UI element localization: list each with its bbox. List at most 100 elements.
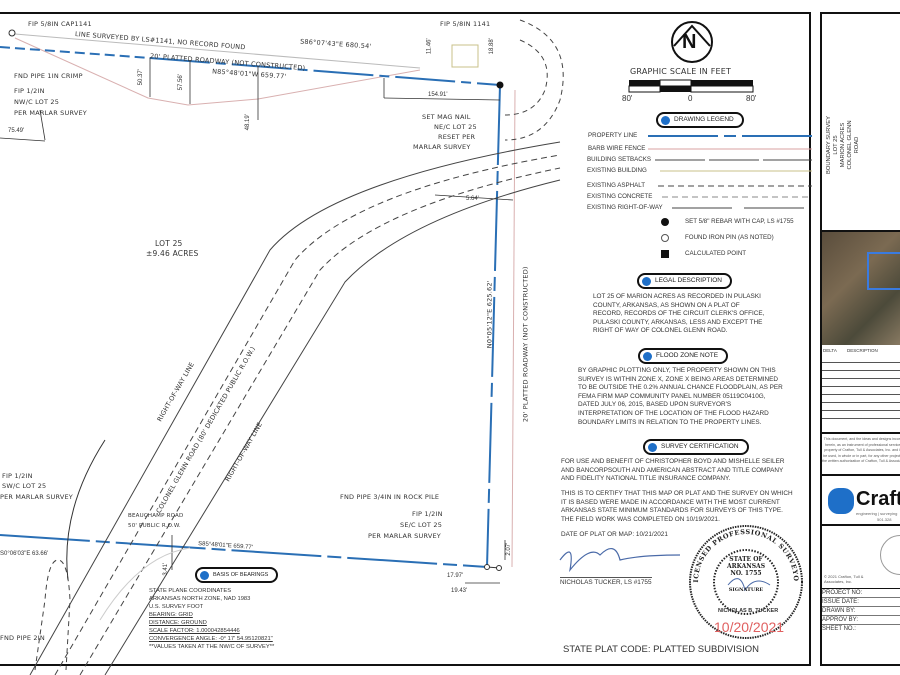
dim-3-41: 3.41' [163,562,170,576]
legal-description-text: LOT 25 OF MARION ACRES AS RECORDED IN PU… [593,293,765,335]
basis-line: **VALUES TAKEN AT THE NW/C OF SURVEY** [149,644,275,650]
legend-set-rebar: SET 5/8" REBAR WITH CAP, LS #1755 [685,218,794,225]
nw-corner-label-2: NW/C LOT 25 [14,98,60,106]
legend-concrete: EXISTING CONCRETE [587,193,653,200]
basis-line: DISTANCE: GROUND [149,620,207,626]
title-line: LOT 25 [833,135,839,155]
basis-line: STATE PLANE COORDINATES [149,588,232,594]
existing-building [451,44,479,68]
sw-corner-label-1: FIP 1/2IN [2,472,33,480]
surveyor-name: NICHOLAS TUCKER, LS #1755 [560,577,652,586]
found-pipe-se [496,565,502,571]
revision-row [822,410,900,411]
beauchamp-label-1: BEAUCHAMP ROAD [128,513,184,519]
title-line: COLONEL GLENN ROAD [847,120,860,170]
set-rebar-ne [496,81,504,89]
north-arrow-letter: N [682,31,697,53]
scale-right: 80' [746,94,757,103]
fence-line-east [511,89,516,568]
top-right-pin-label: FIP 5/8IN 1141 [440,20,491,28]
legend-line-samples [648,135,812,209]
state-plat-code: STATE PLAT CODE: PLATTED SUBDIVISION [563,644,760,655]
culdesac [504,19,564,141]
project-fields: PROJECT NO: ISSUE DATE: DRAWN BY: APPROV… [822,588,900,633]
project-title: BOUNDARY SURVEY LOT 25 MARION ACRES COLO… [826,115,861,175]
seal-date: 10/20/2021 [714,619,785,635]
crafton-logo: Crafton engineering | surveying 501.328 [822,474,900,526]
se-corner-label-1: FIP 1/2IN [412,510,443,518]
revision-row [822,370,900,371]
drawing-legend-heading: DRAWING LEGEND [656,112,744,128]
fence-line-top [14,37,421,106]
field-issue-date: ISSUE DATE: [822,598,900,607]
drawing-frame [0,12,811,666]
dim-57-56: 57.56' [177,74,184,91]
ne-corner-label-1: SET MAG NAIL [422,113,471,121]
bullet-icon [648,443,657,452]
nw-corner-label-1: FIP 1/2IN [14,87,45,95]
scale-mid: 0 [688,94,693,103]
basis-line: SCALE FACTOR: 1.000042854446 [149,628,240,634]
title-line: BOUNDARY SURVEY [826,116,832,174]
dim-154-91: 154.91' [428,92,448,98]
legend-row: EXISTING RIGHT-OF-WAY [587,204,663,211]
basis-line: U.S. SURVEY FOOT [149,604,204,610]
beauchamp-road [34,559,71,671]
surveyed-line [14,33,421,69]
platted-roadway-east: 20' PLATTED ROADWAY (NOT CONSTRUCTED) [521,266,530,423]
legend-found-pin-icon [661,234,669,242]
legal-title: LEGAL DESCRIPTION [655,277,722,284]
revision-header-delta: DELTA [823,348,837,353]
survey-certification-heading: SURVEY CERTIFICATION [643,439,749,455]
flood-zone-heading: FLOOD ZONE NOTE [638,348,729,364]
seal-line: SIGNATURE [728,587,764,593]
field-approved-by: APPROV BY: [822,616,900,625]
basis-line: ARKANSAS NORTH ZONE, NAD 1983 [149,596,251,602]
found-pin-se [484,564,490,570]
dim-2-07: 2.07' [506,542,513,556]
scale-left: 80' [622,94,633,103]
revision-row [822,386,900,387]
east-bearing: N0°05'12"E 625.62' [485,280,494,349]
nw-corner-label-3: PER MARLAR SURVEY [14,109,87,117]
ne-corner-label-3: RESET PER [438,133,476,141]
beauchamp-label-2: 50' PUBLIC R.O.W. [128,523,181,529]
revision-row [822,362,900,363]
found-pin-nw [8,29,16,37]
property-line-south [0,534,488,568]
basis-of-bearings-heading: BASIS OF BEARINGS [195,567,279,583]
ne-corner-label-4: MARLAR SURVEY [413,143,471,151]
legend-asphalt: EXISTING ASPHALT [587,182,645,189]
revision-header-description: DESCRIPTION [847,348,878,353]
title-block-frame [820,12,900,666]
bullet-icon [200,571,209,580]
dim-50-37: 50.37' [137,69,144,86]
scale-title: GRAPHIC SCALE IN FEET [630,67,732,76]
legend-set-rebar-icon [661,218,669,226]
legend-setbacks: BUILDING SETBACKS [587,156,651,163]
colonel-glenn-road [29,141,561,675]
field-drawn-by: DRAWN BY: [822,607,900,616]
copyright: © 2021 Crafton, Tull & Associates, Inc. [824,574,864,584]
revision-row [822,378,900,379]
lot-name: LOT 25 [155,239,183,248]
basis-line: CONVERGENCE ANGLE: -0° 17' 54.95120821" [149,636,273,642]
fnd-pipe-rock-label: FND PIPE 3/4IN IN ROCK PILE [340,493,440,501]
ne-corner-label-2: NE/C LOT 25 [434,123,477,131]
basis-title: BASIS OF BEARINGS [213,572,269,578]
revision-row [822,394,900,395]
seal-line: ARKANSAS [726,563,766,570]
seal-signature-drawing [727,578,771,592]
plat-drawing: LICENSED PROFESSIONAL SURVEYOR [0,0,812,675]
north-arrow-icon [671,21,713,63]
bullet-icon [643,352,652,361]
dim-48-19: 48.19' [244,114,251,131]
property-line-north [0,46,151,59]
legend-building: EXISTING BUILDING [587,167,647,174]
dim-19-43: 19.43' [451,588,468,594]
dim-18-88: 18.88' [488,38,495,55]
dim-11-46: 11.46' [426,38,433,55]
lot-area: ±9.46 ACRES [146,249,199,258]
legend-fence: BARB WIRE FENCE [588,145,646,152]
beauchamp-arrow [66,439,106,581]
